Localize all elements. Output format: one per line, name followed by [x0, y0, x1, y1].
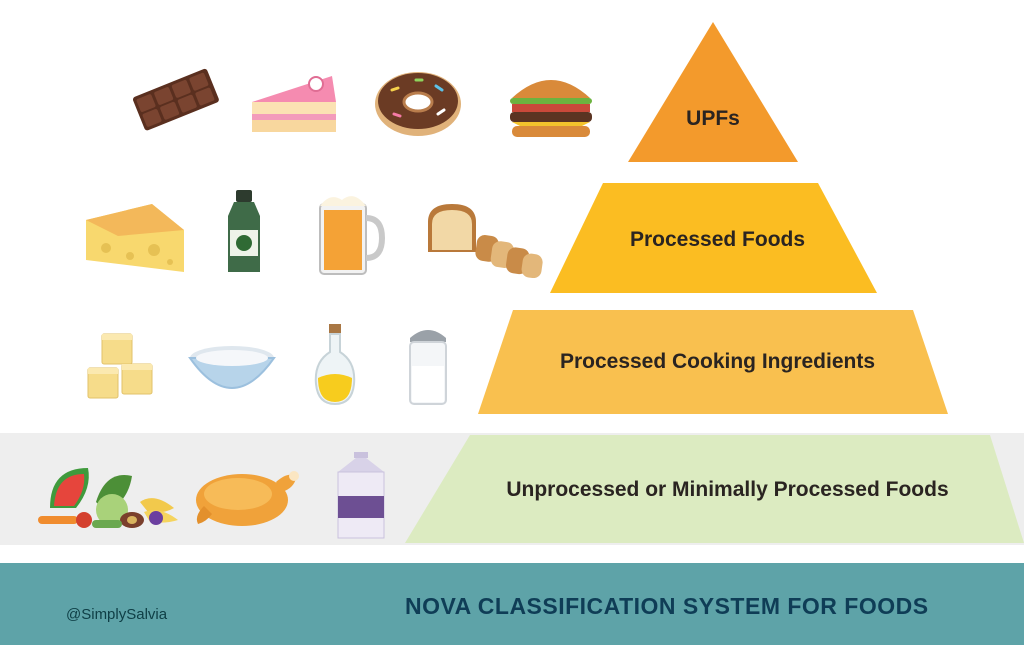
donut-icon — [375, 72, 461, 136]
tier-label-processed-foods: Processed Foods — [629, 228, 806, 251]
tier-label-unprocessed: Unprocessed or Minimally Processed Foods — [506, 478, 949, 501]
burger-icon — [510, 80, 592, 137]
footer-bar — [0, 563, 1024, 645]
bread-loaf-icon — [428, 204, 543, 278]
cake-slice-icon — [252, 76, 336, 132]
tier-shape-unprocessed — [405, 435, 1024, 543]
tier-shape-upfs — [628, 22, 798, 162]
milk-carton-icon — [337, 452, 385, 539]
salt-shaker-icon — [409, 330, 447, 405]
chocolate-bar-icon — [133, 68, 219, 131]
footer-title: NOVA CLASSIFICATION SYSTEM FOR FOODS — [405, 593, 929, 619]
butter-cubes-icon — [87, 333, 153, 399]
tier-label-processed-cooking-ingredients: Processed Cooking Ingredients — [559, 350, 876, 373]
tier-shape-processed-foods — [550, 183, 877, 293]
oil-bottle-icon — [314, 324, 356, 406]
tier-shape-processed-cooking-ingredients — [478, 310, 948, 414]
flour-bowl-icon — [188, 346, 276, 389]
author-credit: @SimplySalvia — [66, 606, 168, 623]
cheese-wedge-icon — [86, 204, 184, 272]
bottle-icon — [228, 190, 260, 272]
fruit-vegetables-icon — [38, 468, 178, 528]
roast-chicken-icon — [196, 471, 299, 526]
beer-mug-icon — [319, 196, 386, 275]
tier-label-upfs: UPFs — [686, 107, 740, 130]
